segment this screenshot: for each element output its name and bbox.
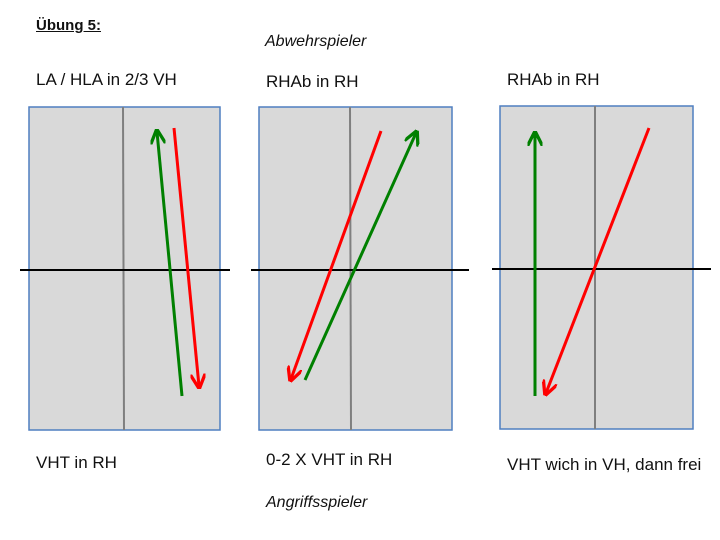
attacker-arrow-2: [303, 133, 416, 381]
panel-1-top-label: LA / HLA in 2/3 VH: [36, 70, 177, 89]
panel-1-bottom-label: VHT in RH: [36, 453, 117, 472]
bottom-role-label: Angriffsspieler: [266, 494, 368, 511]
center-line-2: [349, 106, 352, 431]
panel-3-top-label: RHAb in RH: [507, 70, 600, 89]
exercise-title: Übung 5:: [36, 17, 101, 34]
field-3: [499, 105, 694, 430]
panel-3: [492, 105, 711, 430]
defender-arrow-3: [546, 127, 651, 393]
panel-2: [251, 106, 469, 431]
panel-1: [20, 106, 230, 431]
center-line-1: [122, 106, 125, 431]
panel-3-bottom-label: VHT wich in VH, dann frei: [507, 455, 702, 474]
panel-2-top-label: RHAb in RH: [266, 72, 359, 91]
panel-2-bottom-label: 0-2 X VHT in RH: [266, 450, 393, 469]
top-role-label: Abwehrspieler: [265, 33, 367, 50]
defender-arrow-1: [172, 127, 199, 386]
attacker-arrow-1: [157, 132, 184, 397]
defender-arrow-2: [291, 130, 383, 379]
